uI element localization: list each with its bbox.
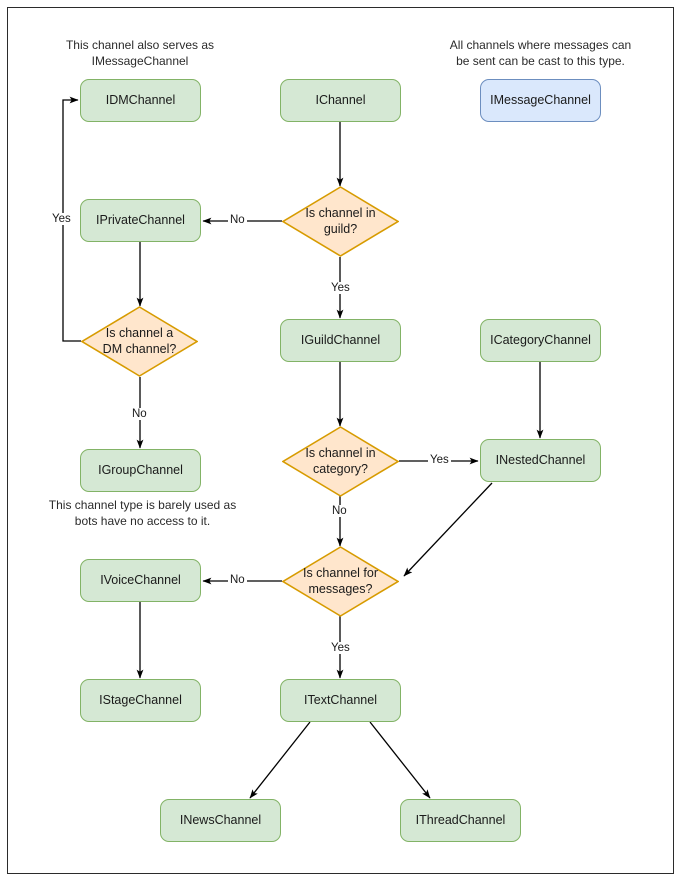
edge-label-guild-no: No bbox=[228, 214, 247, 226]
decision-category-label: Is channel in category? bbox=[299, 446, 381, 477]
edge-label-dm-no: No bbox=[130, 408, 149, 420]
decision-is-channel-in-guild[interactable]: Is channel in guild? bbox=[282, 186, 399, 257]
edge-label-messages-yes: Yes bbox=[329, 642, 352, 654]
decision-is-channel-for-messages[interactable]: Is channel for messages? bbox=[282, 546, 399, 617]
note-group-line2: bots have no access to it. bbox=[74, 513, 211, 528]
note-message-line1: All channels where messages can bbox=[449, 38, 632, 52]
node-idmchannel-label: IDMChannel bbox=[105, 92, 176, 107]
decision-messages-label: Is channel for messages? bbox=[297, 566, 384, 597]
node-inestedchannel-label: INestedChannel bbox=[495, 452, 586, 467]
node-imessagechannel-label: IMessageChannel bbox=[490, 92, 591, 107]
node-icategorychannel-label: ICategoryChannel bbox=[490, 332, 591, 347]
diamond-shape bbox=[282, 546, 399, 617]
decision-dm-label: Is channel a DM channel? bbox=[97, 326, 183, 357]
node-inestedchannel[interactable]: INestedChannel bbox=[480, 439, 601, 482]
node-iguildchannel[interactable]: IGuildChannel bbox=[280, 319, 401, 362]
decision-is-channel-in-category[interactable]: Is channel in category? bbox=[282, 426, 399, 497]
note-dm-line2: IMessageChannel bbox=[91, 53, 189, 68]
node-ithreadchannel[interactable]: IThreadChannel bbox=[400, 799, 521, 842]
decision-category-line1: Is channel in bbox=[305, 445, 376, 460]
diamond-shape bbox=[282, 426, 399, 497]
node-itextchannel[interactable]: ITextChannel bbox=[280, 679, 401, 722]
decision-is-channel-a-dm-channel[interactable]: Is channel a DM channel? bbox=[81, 306, 198, 377]
decision-guild-line2: guild? bbox=[323, 221, 358, 236]
note-group-channel: This channel type is barely used as bots… bbox=[40, 498, 245, 529]
node-iprivatechannel[interactable]: IPrivateChannel bbox=[80, 199, 201, 242]
node-istagechannel-label: IStageChannel bbox=[99, 692, 182, 707]
node-igroupchannel[interactable]: IGroupChannel bbox=[80, 449, 201, 492]
decision-guild-line1: Is channel in bbox=[305, 205, 376, 220]
node-ichannel-label: IChannel bbox=[315, 92, 366, 107]
node-ichannel[interactable]: IChannel bbox=[280, 79, 401, 122]
note-message-line2: be sent can be cast to this type. bbox=[456, 53, 625, 68]
decision-dm-line2: DM channel? bbox=[102, 341, 177, 356]
node-istagechannel[interactable]: IStageChannel bbox=[80, 679, 201, 722]
node-ithreadchannel-label: IThreadChannel bbox=[415, 812, 506, 827]
node-imessagechannel[interactable]: IMessageChannel bbox=[480, 79, 601, 122]
decision-guild-label: Is channel in guild? bbox=[299, 206, 381, 237]
node-igroupchannel-label: IGroupChannel bbox=[98, 462, 183, 477]
diamond-shape bbox=[282, 186, 399, 257]
node-icategorychannel[interactable]: ICategoryChannel bbox=[480, 319, 601, 362]
node-inewschannel[interactable]: INewsChannel bbox=[160, 799, 281, 842]
node-itextchannel-label: ITextChannel bbox=[304, 692, 377, 707]
edge-label-guild-yes: Yes bbox=[329, 282, 352, 294]
node-iprivatechannel-label: IPrivateChannel bbox=[96, 212, 185, 227]
edge-label-category-no: No bbox=[330, 505, 349, 517]
note-dm-line1: This channel also serves as bbox=[65, 38, 215, 52]
node-iguildchannel-label: IGuildChannel bbox=[300, 332, 381, 347]
decision-category-line2: category? bbox=[313, 461, 368, 476]
note-group-line1: This channel type is barely used as bbox=[48, 498, 237, 512]
decision-messages-line1: Is channel for bbox=[302, 565, 379, 580]
node-inewschannel-label: INewsChannel bbox=[179, 812, 262, 827]
decision-messages-line2: messages? bbox=[308, 581, 373, 596]
note-message-channel: All channels where messages can be sent … bbox=[438, 38, 643, 69]
node-idmchannel[interactable]: IDMChannel bbox=[80, 79, 201, 122]
node-ivoicechannel-label: IVoiceChannel bbox=[100, 572, 181, 587]
page-border bbox=[7, 7, 674, 874]
decision-dm-line1: Is channel a bbox=[105, 325, 174, 340]
edge-label-category-yes: Yes bbox=[428, 454, 451, 466]
node-ivoicechannel[interactable]: IVoiceChannel bbox=[80, 559, 201, 602]
edge-label-messages-no: No bbox=[228, 574, 247, 586]
edge-label-dm-yes: Yes bbox=[50, 213, 73, 225]
note-dm-channel: This channel also serves as IMessageChan… bbox=[52, 38, 228, 69]
diamond-shape bbox=[81, 306, 198, 377]
